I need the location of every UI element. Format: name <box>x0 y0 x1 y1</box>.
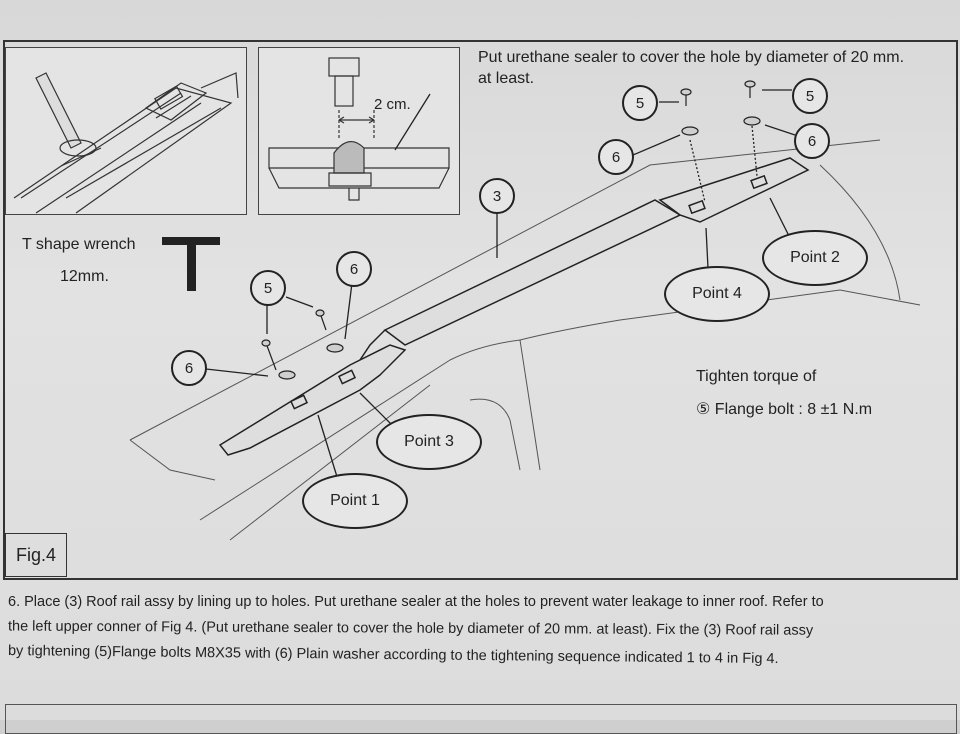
callout-washer-6-front-left: 6 <box>171 350 207 386</box>
tool-name: T shape wrench <box>22 236 136 253</box>
callout-rail-3: 3 <box>479 178 515 214</box>
callout-washer-6-front-top: 6 <box>336 251 372 287</box>
callout-bolt-5-rear-left: 5 <box>622 85 658 121</box>
callout-point-1: Point 1 <box>302 473 408 529</box>
instruction-line-2: the left upper conner of Fig 4. (Put ure… <box>7 618 814 639</box>
dimension-label: 2 cm. <box>374 96 411 113</box>
callout-bolt-5-rear-right: 5 <box>792 78 828 114</box>
inset-sealer-application <box>5 47 247 215</box>
figure-frame <box>3 40 958 580</box>
inset-bolt-section <box>258 47 460 215</box>
t-wrench-icon <box>162 237 220 291</box>
instruction-line-3: by tightening (5)Flange bolts M8X35 with… <box>7 643 779 668</box>
callout-washer-6-rear-left: 6 <box>598 139 634 175</box>
callout-washer-6-rear-right: 6 <box>794 123 830 159</box>
sealer-note-line1: Put urethane sealer to cover the hole by… <box>478 49 905 66</box>
callout-point-2: Point 2 <box>762 230 868 286</box>
instruction-text: 6. Place (3) Roof rail assy by lining up… <box>8 592 958 673</box>
sealer-note: Put urethane sealer to cover the hole by… <box>478 47 904 89</box>
tool-size: 12mm. <box>60 268 109 285</box>
callout-bolt-5-front: 5 <box>250 270 286 306</box>
roof-rail-body <box>218 157 810 456</box>
sealer-note-line2: at least. <box>478 70 535 87</box>
torque-heading: Tighten torque of <box>696 368 817 385</box>
callout-point-4: Point 4 <box>664 266 770 322</box>
sealer-application-illustration <box>13 72 239 214</box>
callout-point-3: Point 3 <box>376 414 482 470</box>
instruction-line-1: 6. Place (3) Roof rail assy by lining up… <box>8 594 824 610</box>
bolt-section-illustration <box>268 57 450 201</box>
figure-label: Fig.4 <box>5 533 67 577</box>
next-section-frame <box>5 704 957 734</box>
torque-value: ⑤ Flange bolt : 8 ±1 N.m <box>696 401 873 418</box>
